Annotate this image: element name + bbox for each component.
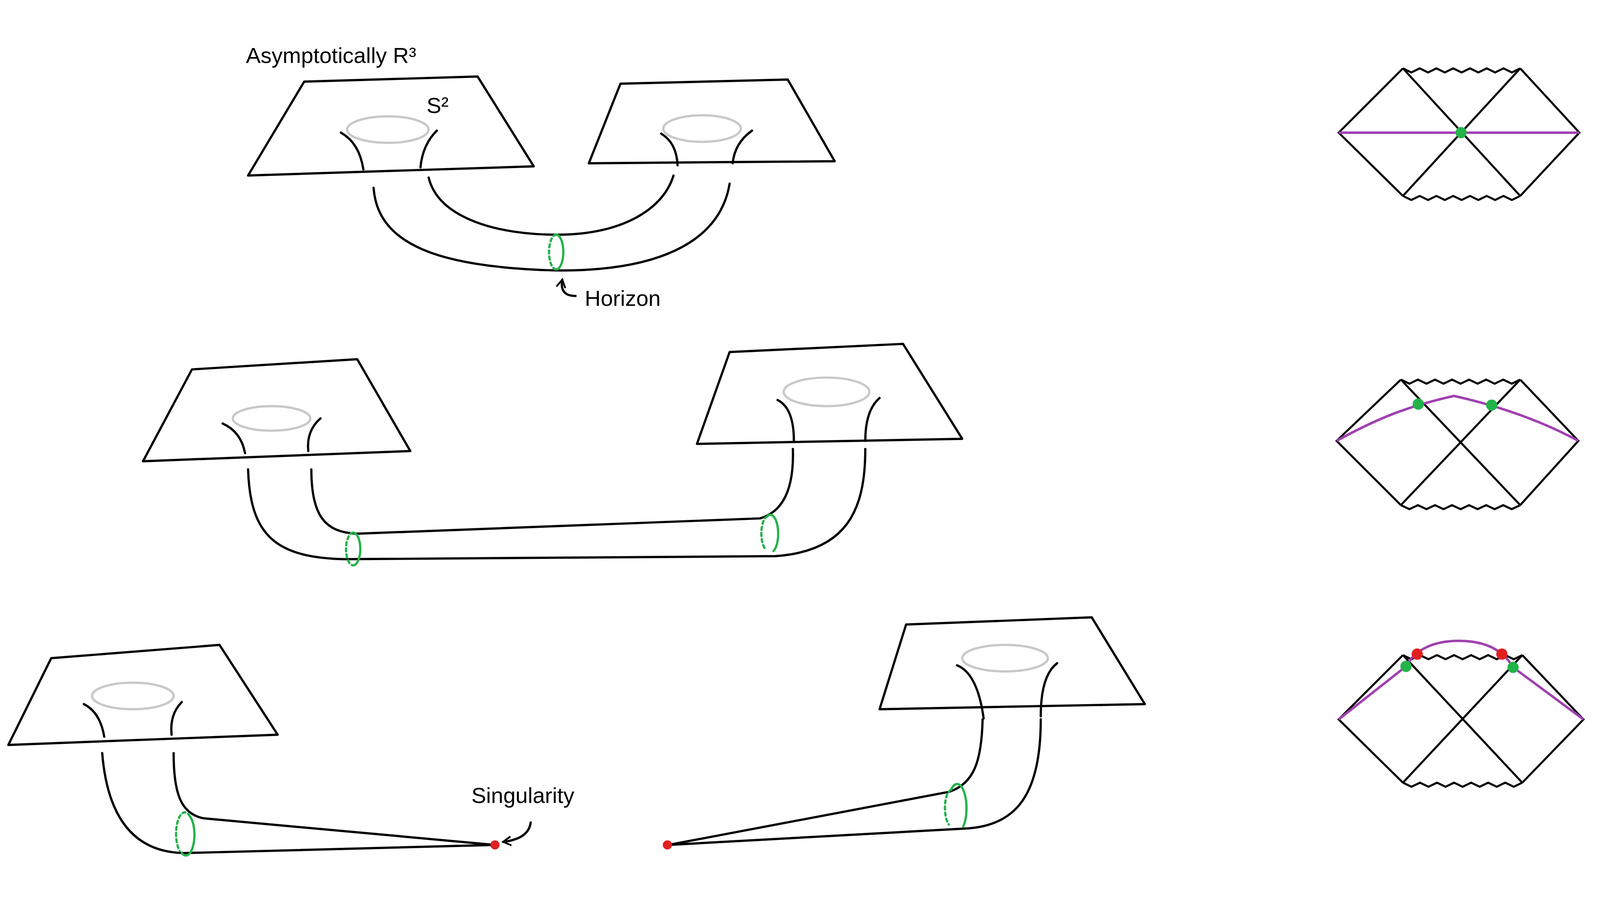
penrose-diagram <box>1336 379 1579 505</box>
horizon-dot <box>1412 398 1425 410</box>
annotation-label: Singularity <box>471 782 575 808</box>
sphere-rim <box>663 115 741 142</box>
tube-inner <box>668 719 983 845</box>
funnel-edge <box>865 397 880 441</box>
leader-arrow <box>561 279 576 296</box>
sphere-label: S² <box>426 92 449 119</box>
sphere-rim <box>347 116 429 143</box>
time-slice <box>1336 395 1579 441</box>
horizon-ring <box>951 783 967 827</box>
penrose-diagram <box>1338 68 1580 196</box>
funnel-edge <box>340 132 364 170</box>
horizon-ring <box>345 532 353 566</box>
funnel-edge <box>171 702 182 735</box>
horizon-ring <box>352 532 361 566</box>
annotation-label: Horizon <box>584 285 661 311</box>
sphere-rim <box>92 682 174 709</box>
horizon-ring <box>761 516 768 549</box>
sphere-rim <box>783 377 870 407</box>
tube-outer <box>668 719 1041 845</box>
singularity-dot <box>1411 648 1423 660</box>
singularity-line <box>1400 504 1521 509</box>
funnel-edge <box>777 399 794 441</box>
funnel-edge <box>420 130 437 168</box>
horizon-ring <box>548 234 557 270</box>
singularity-line <box>1402 68 1521 73</box>
space-sheet <box>588 79 835 164</box>
singularity-dot <box>1496 648 1508 660</box>
tube-outer <box>102 752 496 853</box>
space-sheet <box>247 76 534 176</box>
tube-inner <box>428 175 674 235</box>
horizon-ring <box>944 789 951 825</box>
tube-inner <box>173 752 496 845</box>
singularity-line <box>1402 782 1523 787</box>
horizon-ring <box>175 812 190 851</box>
horizon-dot <box>1455 127 1467 139</box>
singularity-line <box>1400 379 1521 384</box>
funnel-edge <box>1040 663 1057 717</box>
singularity-line <box>1402 195 1521 200</box>
space-sheet <box>8 644 278 745</box>
space-sheet <box>879 617 1145 709</box>
space-sheet <box>696 343 963 444</box>
funnel-edge <box>83 703 105 737</box>
horizon-dot <box>1400 660 1412 673</box>
sphere-rim <box>962 644 1048 671</box>
time-slice <box>1338 640 1584 720</box>
funnel-edge <box>222 423 246 453</box>
horizon-ring <box>181 816 195 856</box>
tube-inner <box>311 448 793 534</box>
funnel-edge <box>732 130 752 164</box>
horizon-dot <box>1485 399 1498 411</box>
tube-outer <box>247 448 865 560</box>
space-sheet <box>142 359 411 462</box>
horizon-ring <box>556 234 564 270</box>
singularity-dot <box>662 840 672 850</box>
horizon-ring <box>767 514 779 551</box>
horizon-dot <box>1507 661 1519 673</box>
leader-arrow <box>503 822 531 842</box>
funnel-edge <box>308 418 321 451</box>
funnel-edge <box>661 133 678 166</box>
tube-outer <box>373 183 730 271</box>
funnel-edge <box>957 665 984 719</box>
singularity-dot <box>490 840 500 850</box>
penrose-diagram <box>1338 654 1584 783</box>
sphere-rim <box>232 406 311 431</box>
annotation-label: Asymptotically R³ <box>245 42 417 69</box>
